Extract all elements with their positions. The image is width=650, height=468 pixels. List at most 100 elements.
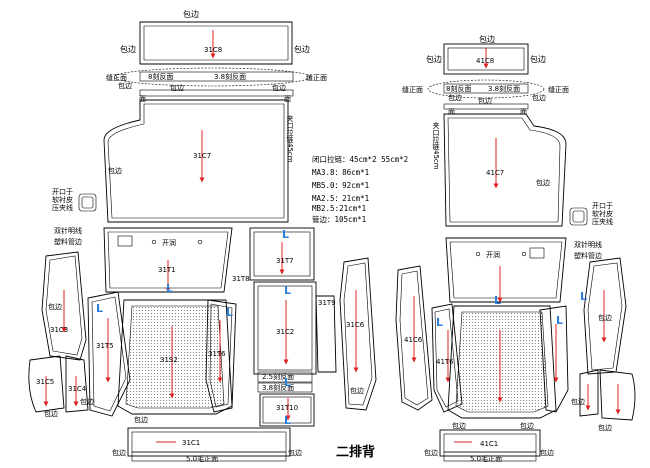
piece-41-small-a: 包边 xyxy=(571,369,599,417)
label-baobian-r-l: 包边 xyxy=(426,54,442,64)
label-baobian-s3: 包边 xyxy=(272,83,286,92)
part-31c6: 31C6 xyxy=(346,321,365,329)
part-31c7: 31C7 xyxy=(193,152,211,160)
label-baobian-41c1r: 包边 xyxy=(540,448,554,457)
piece-41c1: 41C1 包边 包边 5.0毛正面 包边 包边 xyxy=(424,421,554,463)
label-feng-rl: 缝正面 xyxy=(402,85,423,94)
label-baobian-c6: 包边 xyxy=(350,386,364,395)
label-baobian-top: 包边 xyxy=(183,9,199,19)
label-kaishu-l: 开润 xyxy=(162,238,176,247)
label-baobian-rs2: 包边 xyxy=(478,96,492,105)
part-31t5: 31T5 xyxy=(96,342,114,350)
note-0: 闭口拉链：45cm*2 55cm*2 xyxy=(312,154,408,164)
part-41c6: 41C6 xyxy=(404,336,423,344)
blue-l-7: L xyxy=(284,414,291,427)
blue-l-4: L xyxy=(226,306,233,319)
label-baobian-c5: 包边 xyxy=(48,302,62,311)
zip-vertical-text: 夹口拉链45cm xyxy=(286,114,294,163)
piece-31t7: 31T7 31T8 xyxy=(232,227,315,283)
note-open-right: 开口于软衬皮压夹线 xyxy=(592,202,613,226)
label-mian-l: 面 xyxy=(139,95,146,103)
blue-l-3: L xyxy=(96,302,103,315)
piece-31t6: 31T6 xyxy=(205,299,237,413)
vertical-zip-1: 夹口拉链45cm xyxy=(286,114,294,163)
piece-31s2: 31S2 xyxy=(117,299,233,415)
part-31t8: 31T8 xyxy=(232,275,250,283)
label-baobian-s1: 包边 xyxy=(118,81,132,90)
label-baobian-41c7: 包边 xyxy=(536,178,550,187)
label-plastic-tube-r: 塑料管边 xyxy=(574,251,602,260)
label-baobian-r-top: 包边 xyxy=(479,34,495,44)
note-1: MA3.8：86cm*1 xyxy=(312,168,369,177)
piece-31c1: 31C1 包边 包边 5.0毛正面 包边 xyxy=(112,415,302,463)
piece-31c2: 31C2 2.5刻反面 3.8刻反面 xyxy=(253,281,317,393)
blue-l-r3: L xyxy=(556,314,563,327)
piece-31c8: 包边 包边 包边 31C8 xyxy=(120,9,310,65)
label-maomian-l: 5.0毛正面 xyxy=(186,454,218,463)
label-kaishu-r: 开润 xyxy=(486,250,500,259)
label-baobian-c1r: 包边 xyxy=(288,448,302,457)
label-baobian-rs3: 包边 xyxy=(532,93,546,102)
part-41t6: 41T6 xyxy=(436,358,454,366)
label-baobian-r-r: 包边 xyxy=(530,54,546,64)
piece-41-mid: 开润 xyxy=(445,237,567,303)
label-baobian-fr: 包边 xyxy=(598,313,612,322)
label-38ke: 3.8刻反面 xyxy=(214,72,246,81)
label-mian-rr: 面 xyxy=(520,108,527,116)
piece-31t1: 开润 31T1 xyxy=(103,227,233,293)
part-41c8: 41C8 xyxy=(476,57,494,65)
piece-31c6: 31C6 包边 xyxy=(339,257,377,411)
label-baobian-sb: 包边 xyxy=(598,423,612,432)
part-31c4: 31C4 xyxy=(68,385,87,393)
piece-41-right-side xyxy=(539,305,569,413)
piece-31c4: 31C4 包边 xyxy=(65,355,94,413)
label-baobian-c7: 包边 xyxy=(108,166,122,175)
piece-31c5-small: 31C5 包边 xyxy=(28,355,65,418)
piece-41c8: 41C8 包边 包边 包边 xyxy=(426,34,546,75)
notes: 闭口拉链：45cm*2 55cm*2 MA3.8：86cm*1 MB5.0：92… xyxy=(312,154,408,224)
label-baobian-c5s: 包边 xyxy=(44,409,58,418)
note-2: MB5.0：92cm*1 xyxy=(312,181,369,190)
seam-strip-right: 缝正面 缝正面 8刻反面 3.8刻反面 包边 包边 包边 面 面 xyxy=(402,79,569,116)
blue-l-1: L xyxy=(282,228,289,241)
blue-l-2: L xyxy=(166,282,173,295)
part-31c5: 31C5 xyxy=(36,378,54,386)
label-baobian-c1l: 包边 xyxy=(112,448,126,457)
blue-l-r1: L xyxy=(494,294,501,307)
part-31s2: 31S2 xyxy=(160,356,178,364)
label-baobian-sa: 包边 xyxy=(571,397,585,406)
part-31t6: 31T6 xyxy=(208,350,226,358)
label-38ke-b: 3.8刻反面 xyxy=(262,383,294,392)
note-4: MB2.5:21cm*1 xyxy=(312,204,366,213)
piece-31t10: 31T10 xyxy=(259,393,315,427)
label-double-needle-r: 双针明线 xyxy=(574,240,602,249)
label-8ke-r: 8刻反面 xyxy=(446,84,471,93)
label-feng-rr: 缝正面 xyxy=(548,85,569,94)
label-baobian-s2: 包边 xyxy=(170,83,184,92)
label-maomian-r: 5.0毛正面 xyxy=(470,454,502,463)
label-25ke: 2.5刻反面 xyxy=(262,372,294,381)
label-baobian-c4: 包边 xyxy=(80,397,94,406)
blue-l-r2: L xyxy=(436,316,443,329)
piece-31t9: 31T9 xyxy=(315,295,337,373)
piece-41t6: 41T6 xyxy=(431,303,463,413)
part-31t7: 31T7 xyxy=(276,257,294,265)
label-feng-l: 缝正面 xyxy=(106,73,127,82)
label-38ke-r: 3.8刻反面 xyxy=(488,84,520,93)
zip-vertical-text-r: 夹口拉链45cm xyxy=(432,121,440,170)
label-feng-r: 缝正面 xyxy=(306,73,327,82)
part-31c8: 31C8 xyxy=(204,46,222,54)
piece-41-far-right: 包边 xyxy=(583,257,627,375)
piece-41c7: 41C7 包边 开口于软衬皮压夹线 xyxy=(443,113,613,227)
part-31t9: 31T9 xyxy=(318,299,336,307)
label-baobian-rb1: 包边 xyxy=(452,421,466,430)
label-mian-r: 面 xyxy=(284,95,291,103)
note-5: 管边：105cm*1 xyxy=(312,214,366,224)
piece-41-seat xyxy=(447,305,557,419)
label-baobian-rs1: 包边 xyxy=(448,93,462,102)
part-31c3: 31C3 xyxy=(50,326,68,334)
part-41c7: 41C7 xyxy=(486,169,504,177)
drawing-title: 二排背 xyxy=(336,444,375,460)
blue-l-r4: L xyxy=(580,290,587,303)
